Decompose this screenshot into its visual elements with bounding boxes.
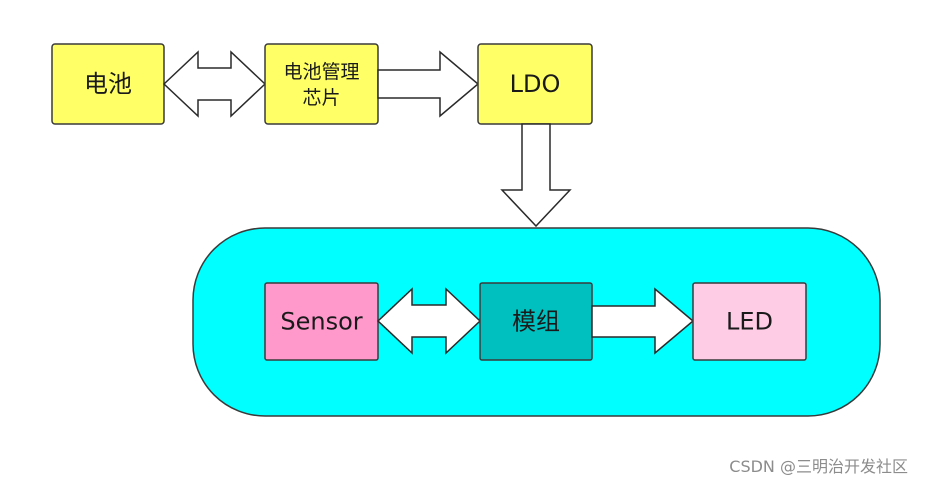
sensor-label: Sensor [280, 308, 362, 336]
arrow-ldo-to-module-group [500, 123, 572, 228]
battery-node: 电池 [51, 43, 165, 125]
arrow-bms-to-ldo [377, 50, 480, 118]
led-box [692, 282, 807, 361]
bidirectional-arrow-battery-bms [162, 50, 267, 118]
bms-label-line-1: 电池管理 [283, 61, 359, 83]
arrow-module-to-led [591, 287, 695, 355]
battery-label: 电池 [84, 70, 132, 98]
led-node: LED [692, 282, 807, 361]
bms-label-line-2: 芯片 [302, 87, 340, 109]
module-node: 模组 [479, 282, 593, 361]
ldo-node: LDO [477, 43, 593, 125]
bms-node: 电池管理 芯片 [264, 43, 379, 125]
watermark: CSDN @三明治开发社区 [729, 457, 908, 476]
module-label: 模组 [512, 308, 560, 336]
sensor-node: Sensor [264, 282, 379, 361]
led-label: LED [726, 308, 773, 336]
ldo-label: LDO [510, 70, 561, 98]
bms-box [264, 43, 379, 125]
